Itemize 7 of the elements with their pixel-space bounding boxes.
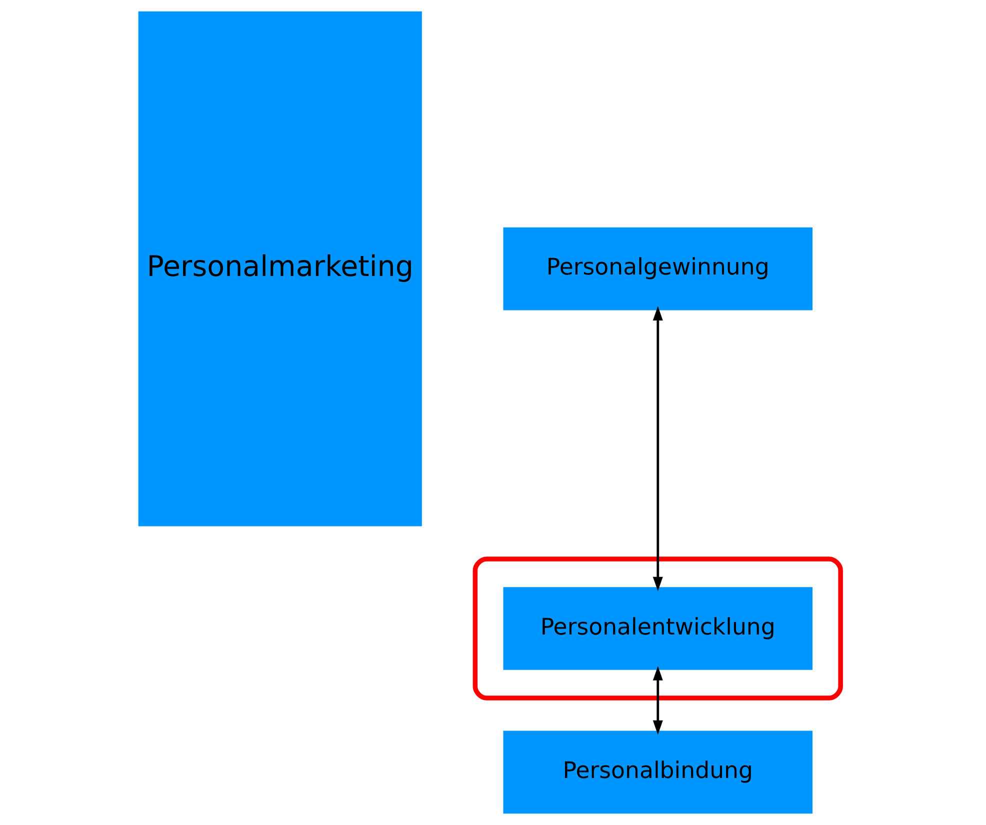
node-box: Personalentwicklung bbox=[502, 587, 812, 670]
arrow bbox=[652, 666, 662, 735]
node-box: Personalbindung bbox=[502, 730, 812, 814]
node-box: Personalmarketing bbox=[138, 11, 422, 526]
node-box: Personalgewinnung bbox=[502, 227, 812, 310]
arrow bbox=[652, 306, 662, 592]
cluster bbox=[472, 556, 842, 700]
